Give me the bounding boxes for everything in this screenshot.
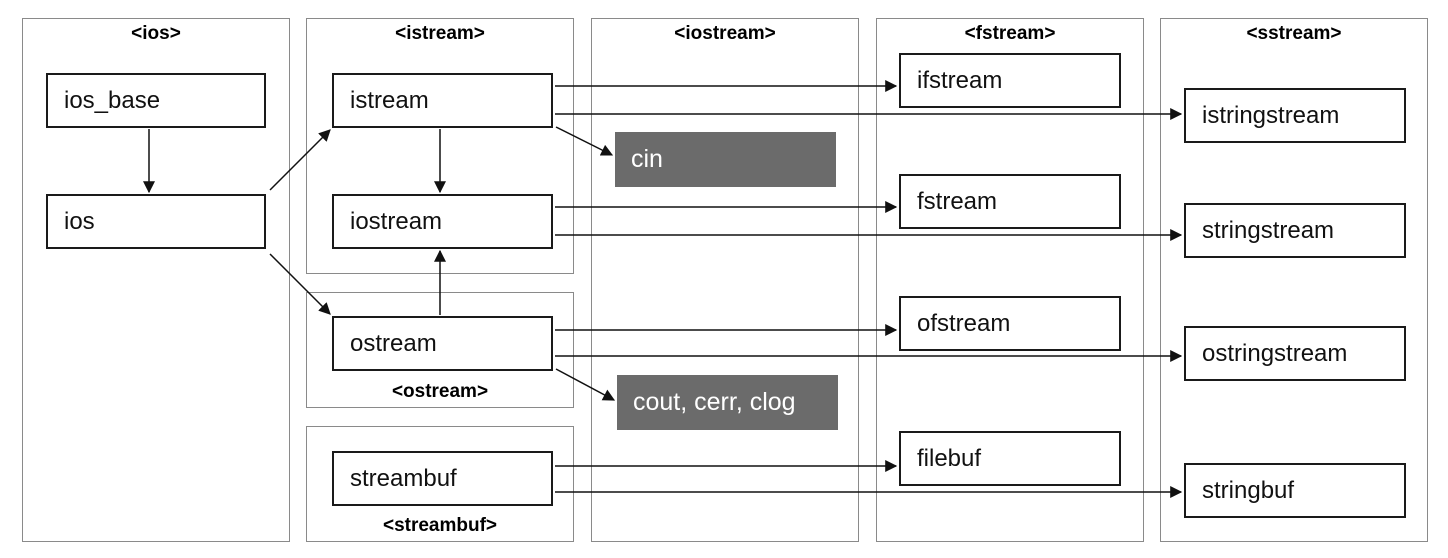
header-ostream: <ostream> [391, 381, 489, 402]
class-filebuf: filebuf [899, 431, 1121, 486]
object-cout-cerr-clog: cout, cerr, clog [617, 375, 838, 430]
class-stringstream: stringstream [1184, 203, 1406, 258]
class-fstream: fstream [899, 174, 1121, 229]
class-ostream: ostream [332, 316, 553, 371]
class-ios-base: ios_base [46, 73, 266, 128]
header-ios: <ios> [131, 23, 181, 44]
class-iostream: iostream [332, 194, 553, 249]
class-istringstream: istringstream [1184, 88, 1406, 143]
header-fstream: <fstream> [964, 23, 1056, 44]
header-streambuf: <streambuf> [382, 515, 498, 536]
class-stringbuf: stringbuf [1184, 463, 1406, 518]
class-ios: ios [46, 194, 266, 249]
class-ofstream: ofstream [899, 296, 1121, 351]
header-sstream: <sstream> [1246, 23, 1342, 44]
header-iostream: <iostream> [674, 23, 776, 44]
class-streambuf: streambuf [332, 451, 553, 506]
class-ifstream: ifstream [899, 53, 1121, 108]
header-istream: <istream> [395, 23, 485, 44]
class-ostringstream: ostringstream [1184, 326, 1406, 381]
panel-iostream: <iostream> [591, 18, 859, 542]
object-cin: cin [615, 132, 836, 187]
class-istream: istream [332, 73, 553, 128]
